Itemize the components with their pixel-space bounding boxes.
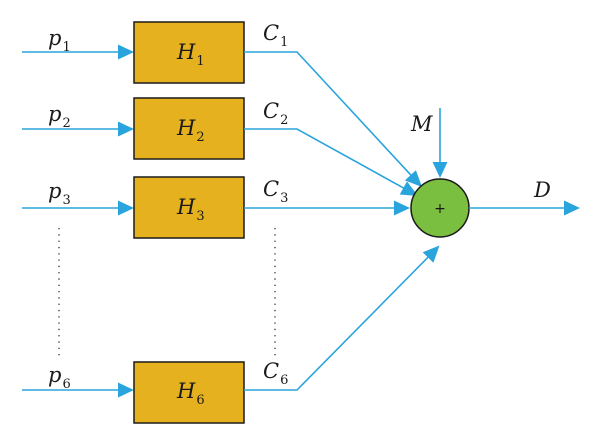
output-label-c2: C2: [263, 99, 288, 128]
output-label-c1: C1: [263, 21, 288, 50]
row-2: p2 H2 C2: [22, 97, 418, 196]
row-6: p6 H6 C6: [22, 245, 440, 424]
block-h1: [133, 21, 245, 84]
block-label-h2: H2: [176, 116, 205, 145]
input-label-p3: p3: [48, 179, 71, 208]
block-label-h3: H3: [176, 195, 205, 224]
summing-junction: +: [410, 178, 470, 238]
input-arrowhead-p3: [118, 200, 134, 216]
input-label-p6: p6: [48, 363, 71, 392]
input-arrowhead-p1: [118, 44, 134, 60]
m-input: M: [410, 108, 448, 178]
output-line-c6: [244, 253, 432, 391]
output-arrowhead-c6: [422, 245, 440, 263]
output-label-c3: C3: [263, 177, 288, 206]
output-line-c2: [244, 128, 408, 191]
output-d-arrowhead: [564, 200, 580, 216]
input-label-p2: p2: [48, 102, 71, 131]
input-arrowhead-p2: [118, 121, 134, 137]
block-h3: [133, 176, 245, 239]
output-label-c6: C6: [263, 359, 288, 388]
plus-sign: +: [434, 201, 446, 217]
block-label-h6: H6: [176, 379, 205, 408]
output-arrowhead-c3: [394, 200, 410, 216]
output-arrowhead-c1: [404, 170, 422, 187]
row-3: p3 H3 C3: [22, 176, 410, 239]
row-1: p1 H1 C1: [22, 21, 422, 187]
input-arrowhead-p6: [118, 382, 134, 398]
output-line-c1: [244, 51, 415, 179]
output-d: D: [469, 178, 580, 216]
m-input-arrowhead: [432, 162, 448, 178]
output-arrowhead-c2: [399, 181, 418, 196]
m-input-label: M: [410, 112, 433, 136]
output-d-label: D: [533, 178, 551, 202]
block-h6: [133, 361, 245, 424]
input-label-p1: p1: [48, 26, 71, 55]
block-label-h1: H1: [176, 40, 205, 69]
